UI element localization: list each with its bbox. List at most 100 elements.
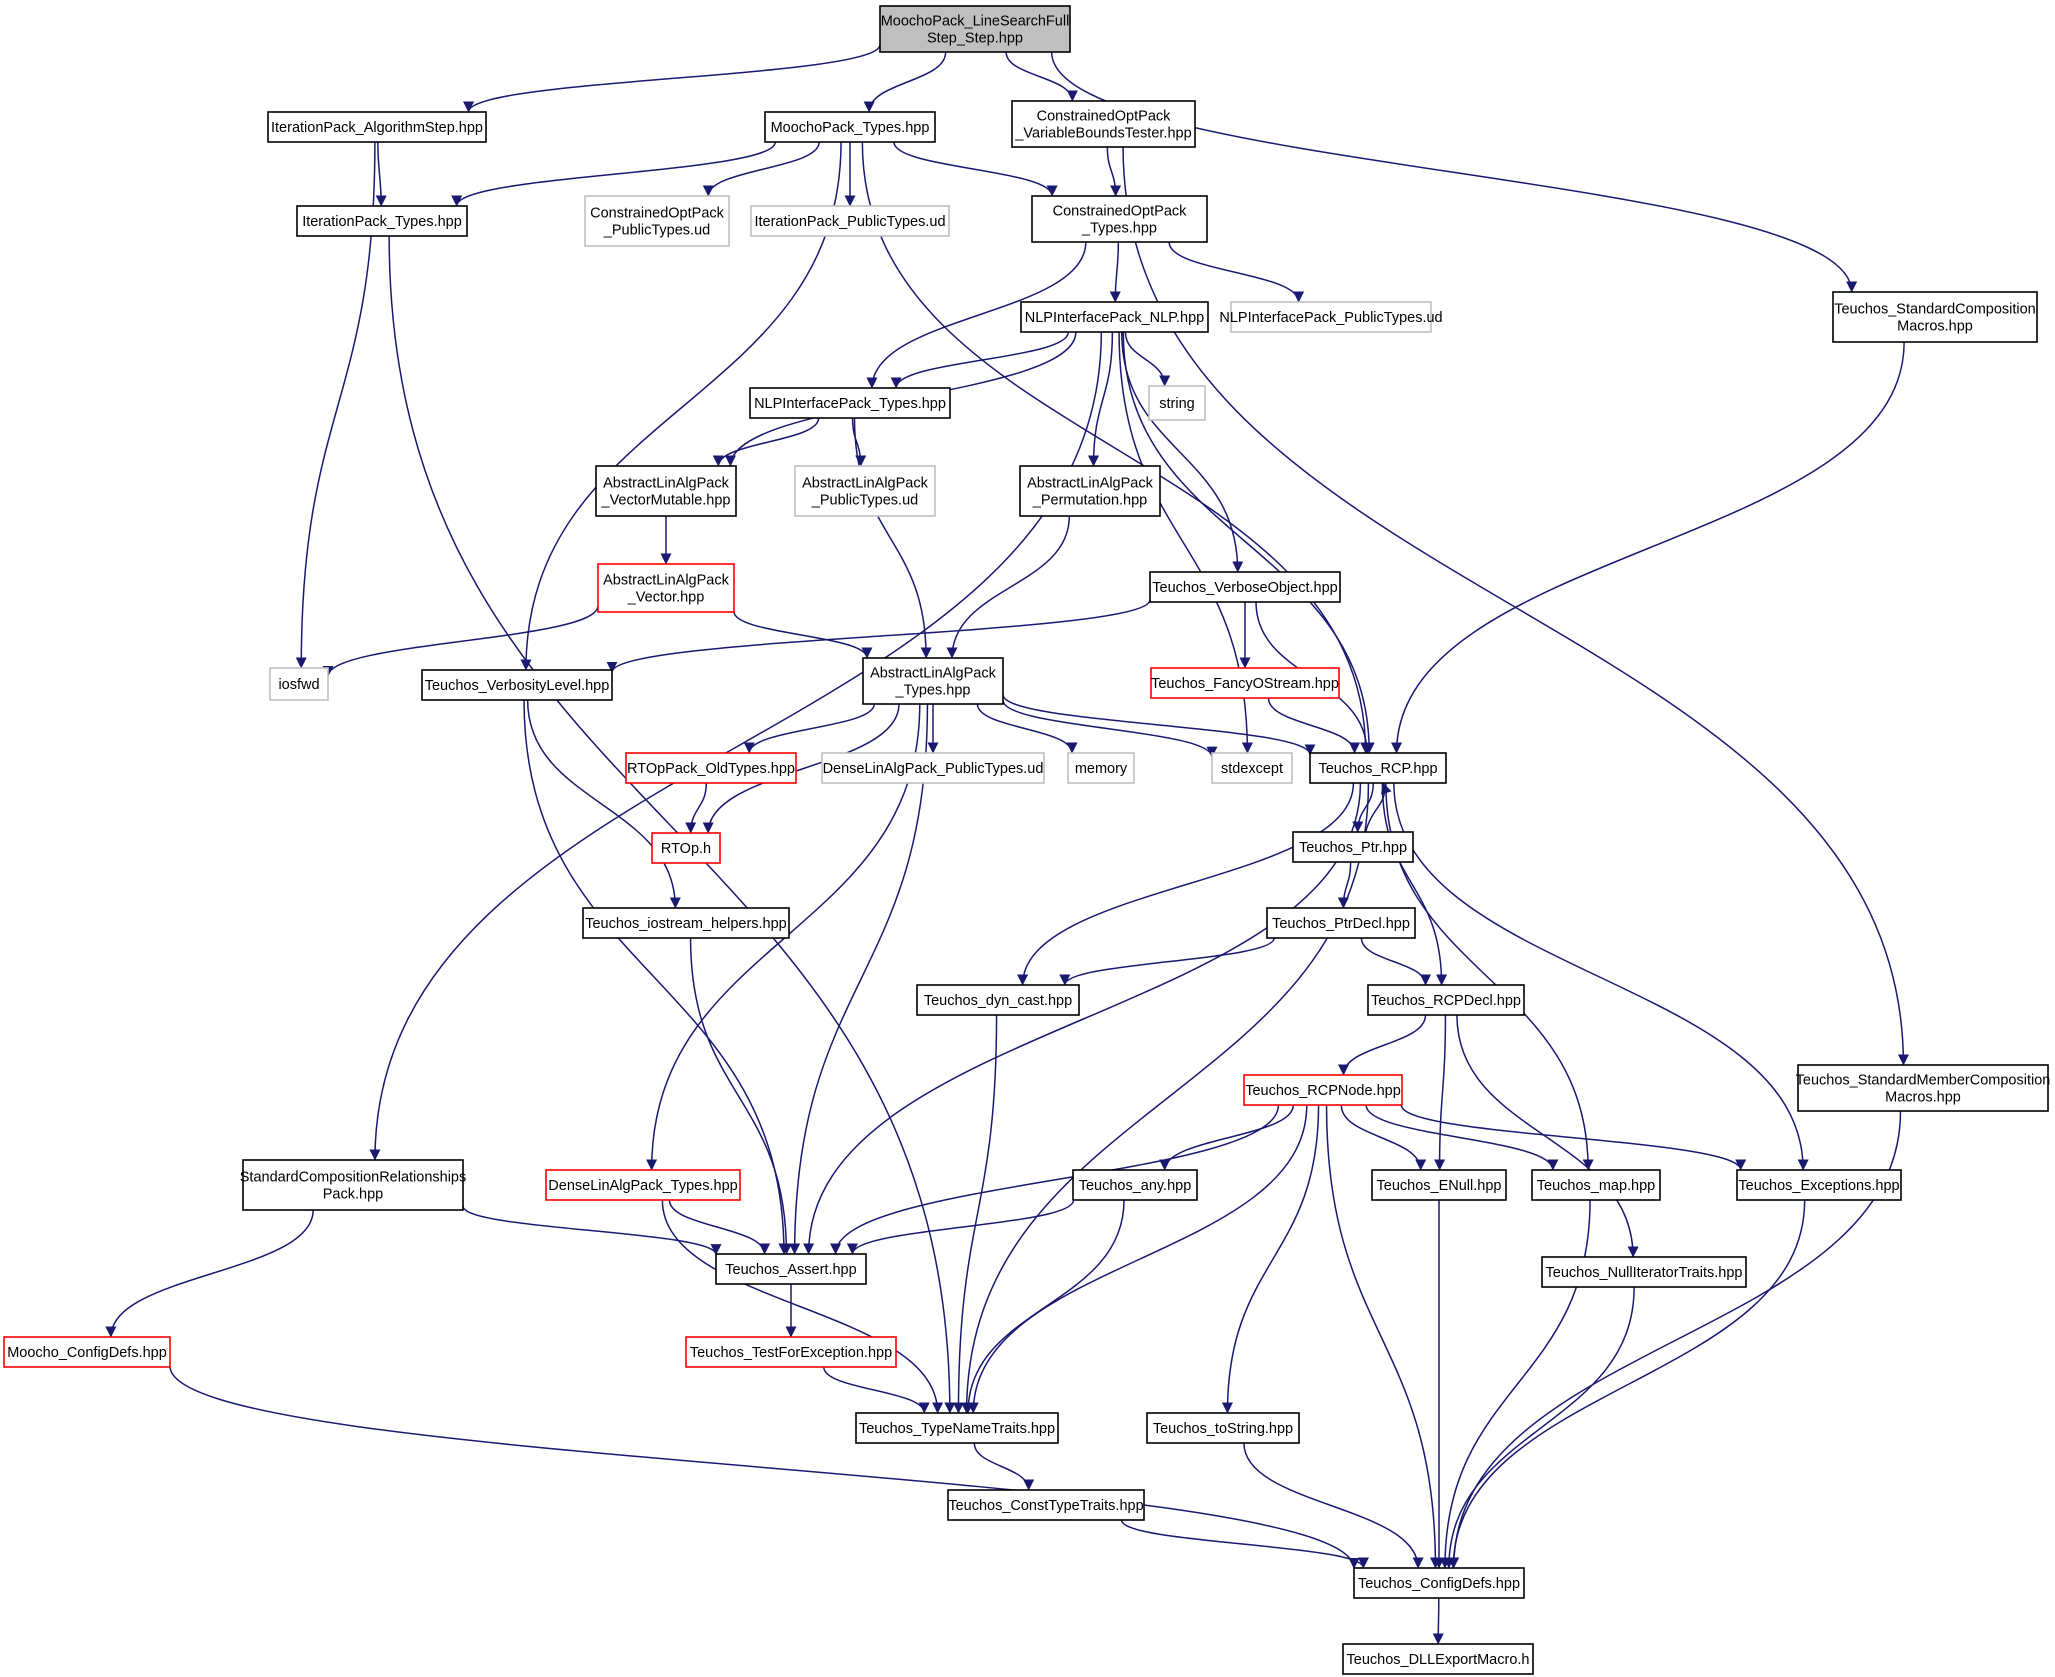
edge-teuchos_rcp-to-teuchos_rcpdecl [1381,782,1448,986]
node-label-ala_perm-line-0: AbstractLinAlgPack [1027,476,1153,492]
edge-itp_algstep-to-iosfwd [295,141,376,669]
edge-teuchos_rcpnode-to-teuchos_map [1365,1104,1559,1171]
node-teuchos_nulliter[interactable]: Teuchos_NullIteratorTraits.hpp [1541,1256,1747,1288]
node-dla_public_ud[interactable]: DenseLinAlgPack_PublicTypes.ud [821,752,1045,784]
edge-nlp_types-to-ala_vecmut [712,417,820,467]
node-label-teuchos_configdefs-line-0: Teuchos_ConfigDefs.hpp [1358,1576,1520,1592]
node-teuchos_configdefs[interactable]: Teuchos_ConfigDefs.hpp [1353,1567,1525,1599]
node-teuchos_dyncast[interactable]: Teuchos_dyn_cast.hpp [916,984,1080,1016]
node-label-teuchos_ptr-line-0: Teuchos_Ptr.hpp [1299,840,1407,856]
node-rtop_h[interactable]: RTOp.h [651,832,721,864]
node-teuchos_rcpnode[interactable]: Teuchos_RCPNode.hpp [1243,1074,1403,1106]
edge-moocho_types-to-cop_public_ud [702,141,820,197]
edge-ala_vector-to-iosfwd [322,605,599,677]
node-teuchos_dllexport[interactable]: Teuchos_DLLExportMacro.h [1342,1643,1534,1675]
node-cop_types[interactable]: ConstrainedOptPack_Types.hpp [1031,195,1208,243]
edge-ala_types-to-stdexcept [1002,699,1218,758]
node-label-teuchos_stdcomp-line-1: Macros.hpp [1897,319,1973,335]
node-nlp_types[interactable]: NLPInterfacePack_Types.hpp [749,387,951,419]
edge-rtop_old-to-rtop_h [685,782,708,834]
node-nlp_public_ud[interactable]: NLPInterfacePack_PublicTypes.ud [1219,301,1443,333]
node-teuchos_map[interactable]: Teuchos_map.hpp [1531,1169,1661,1201]
node-teuchos_iostream[interactable]: Teuchos_iostream_helpers.hpp [582,907,790,939]
node-box-stdexcept [1211,752,1293,784]
node-moocho_types[interactable]: MoochoPack_Types.hpp [764,111,936,143]
node-teuchos_ptrdecl[interactable]: Teuchos_PtrDecl.hpp [1266,907,1416,939]
edge-teuchos_rcp-to-teuchos_exceptions [1393,782,1809,1171]
node-label-cop_public_ud-line-1: _PublicTypes.ud [603,223,710,239]
node-label-ala_vector-line-1: _Vector.hpp [627,590,705,606]
edge-moocho_types-to-itp_types [451,141,777,207]
edge-teuchos_any-to-teuchos_typename [962,1199,1125,1414]
node-teuchos_typename[interactable]: Teuchos_TypeNameTraits.hpp [855,1412,1059,1444]
node-label-rtop_h-line-0: RTOp.h [661,841,711,857]
node-teuchos_verbobj[interactable]: Teuchos_VerboseObject.hpp [1149,571,1341,603]
node-moocho_configdefs[interactable]: Moocho_ConfigDefs.hpp [3,1336,171,1368]
edge-teuchos_ptr-to-teuchos_ptrdecl [1337,861,1352,909]
node-box-teuchos_map [1531,1169,1661,1201]
node-dla_types[interactable]: DenseLinAlgPack_Types.hpp [545,1169,741,1201]
edge-moocho_types-to-teuchos_verblevel [520,141,842,671]
node-teuchos_testforex[interactable]: Teuchos_TestForException.hpp [685,1336,897,1368]
node-ala_public_ud[interactable]: AbstractLinAlgPack_PublicTypes.ud [794,465,936,517]
node-itp_public_ud[interactable]: IterationPack_PublicTypes.ud [750,205,950,237]
node-box-teuchos_any [1072,1169,1198,1201]
node-label-rtop_old-line-0: RTOpPack_OldTypes.hpp [627,761,795,777]
node-teuchos_enull[interactable]: Teuchos_ENull.hpp [1371,1169,1507,1201]
node-nlp[interactable]: NLPInterfacePack_NLP.hpp [1020,301,1209,333]
node-teuchos_tostring[interactable]: Teuchos_toString.hpp [1146,1412,1300,1444]
node-teuchos_fancy[interactable]: Teuchos_FancyOStream.hpp [1150,667,1340,699]
node-ala_types[interactable]: AbstractLinAlgPack_Types.hpp [862,657,1004,705]
node-stdexcept[interactable]: stdexcept [1211,752,1293,784]
node-box-teuchos_assert [715,1253,867,1285]
node-ala_vector[interactable]: AbstractLinAlgPack_Vector.hpp [597,563,735,613]
node-box-nlp_public_ud [1230,301,1432,333]
node-teuchos_stdmember[interactable]: Teuchos_StandardMemberCompositionMacros.… [1796,1064,2051,1112]
node-box-ala_vector [597,563,735,613]
edge-teuchos_rcp-to-teuchos_assert [803,782,1362,1255]
node-label-nlp_types-line-0: NLPInterfacePack_Types.hpp [754,396,946,412]
edge-nlp-to-teuchos_rcp [1122,331,1375,754]
node-teuchos_consttype[interactable]: Teuchos_ConstTypeTraits.hpp [947,1489,1145,1521]
node-label-teuchos_map-line-0: Teuchos_map.hpp [1537,1178,1656,1194]
edge-teuchos_rcpnode-to-teuchos_enull [1340,1104,1427,1171]
node-box-nlp_types [749,387,951,419]
node-label-dla_types-line-0: DenseLinAlgPack_Types.hpp [548,1178,737,1194]
node-cop_public_ud[interactable]: ConstrainedOptPack_PublicTypes.ud [584,195,730,247]
node-label-cop_types-line-0: ConstrainedOptPack [1053,204,1188,220]
node-label-stdexcept-line-0: stdexcept [1221,761,1283,777]
node-label-memory-line-0: memory [1075,761,1128,777]
node-ala_vecmut[interactable]: AbstractLinAlgPack_VectorMutable.hpp [595,465,737,517]
node-cop_vbt[interactable]: ConstrainedOptPack_VariableBoundsTester.… [1011,100,1196,148]
node-string[interactable]: string [1148,385,1206,421]
node-ala_perm[interactable]: AbstractLinAlgPack_Permutation.hpp [1019,465,1161,517]
edge-ala_types-to-rtop_old [743,703,876,754]
node-teuchos_assert[interactable]: Teuchos_Assert.hpp [715,1253,867,1285]
edge-cop_vbt-to-cop_types [1106,146,1122,197]
node-box-cop_public_ud [584,195,730,247]
node-teuchos_rcp[interactable]: Teuchos_RCP.hpp [1309,752,1447,784]
node-rtop_old[interactable]: RTOpPack_OldTypes.hpp [625,752,797,784]
node-itp_algstep[interactable]: IterationPack_AlgorithmStep.hpp [267,111,487,143]
node-iosfwd[interactable]: iosfwd [269,667,329,701]
node-teuchos_rcpdecl[interactable]: Teuchos_RCPDecl.hpp [1367,984,1525,1016]
node-box-root [879,5,1071,53]
edge-root-to-moocho_types [863,51,947,113]
edge-teuchos_exceptions-to-teuchos_configdefs [1447,1199,1806,1569]
node-label-teuchos_assert-line-0: Teuchos_Assert.hpp [725,1262,856,1278]
node-teuchos_any[interactable]: Teuchos_any.hpp [1072,1169,1198,1201]
node-memory[interactable]: memory [1067,752,1135,784]
node-box-teuchos_dllexport [1342,1643,1534,1675]
node-teuchos_exceptions[interactable]: Teuchos_Exceptions.hpp [1736,1169,1902,1201]
node-label-ala_vecmut-line-1: _VectorMutable.hpp [601,493,731,509]
node-box-itp_algstep [267,111,487,143]
node-teuchos_ptr[interactable]: Teuchos_Ptr.hpp [1292,831,1414,863]
node-box-teuchos_rcpnode [1243,1074,1403,1106]
edge-ala_perm-to-ala_types [946,515,1071,659]
node-teuchos_verblevel[interactable]: Teuchos_VerbosityLevel.hpp [421,669,613,701]
edge-teuchos_dyncast-to-teuchos_typename [952,1014,998,1414]
node-itp_types[interactable]: IterationPack_Types.hpp [296,205,468,237]
